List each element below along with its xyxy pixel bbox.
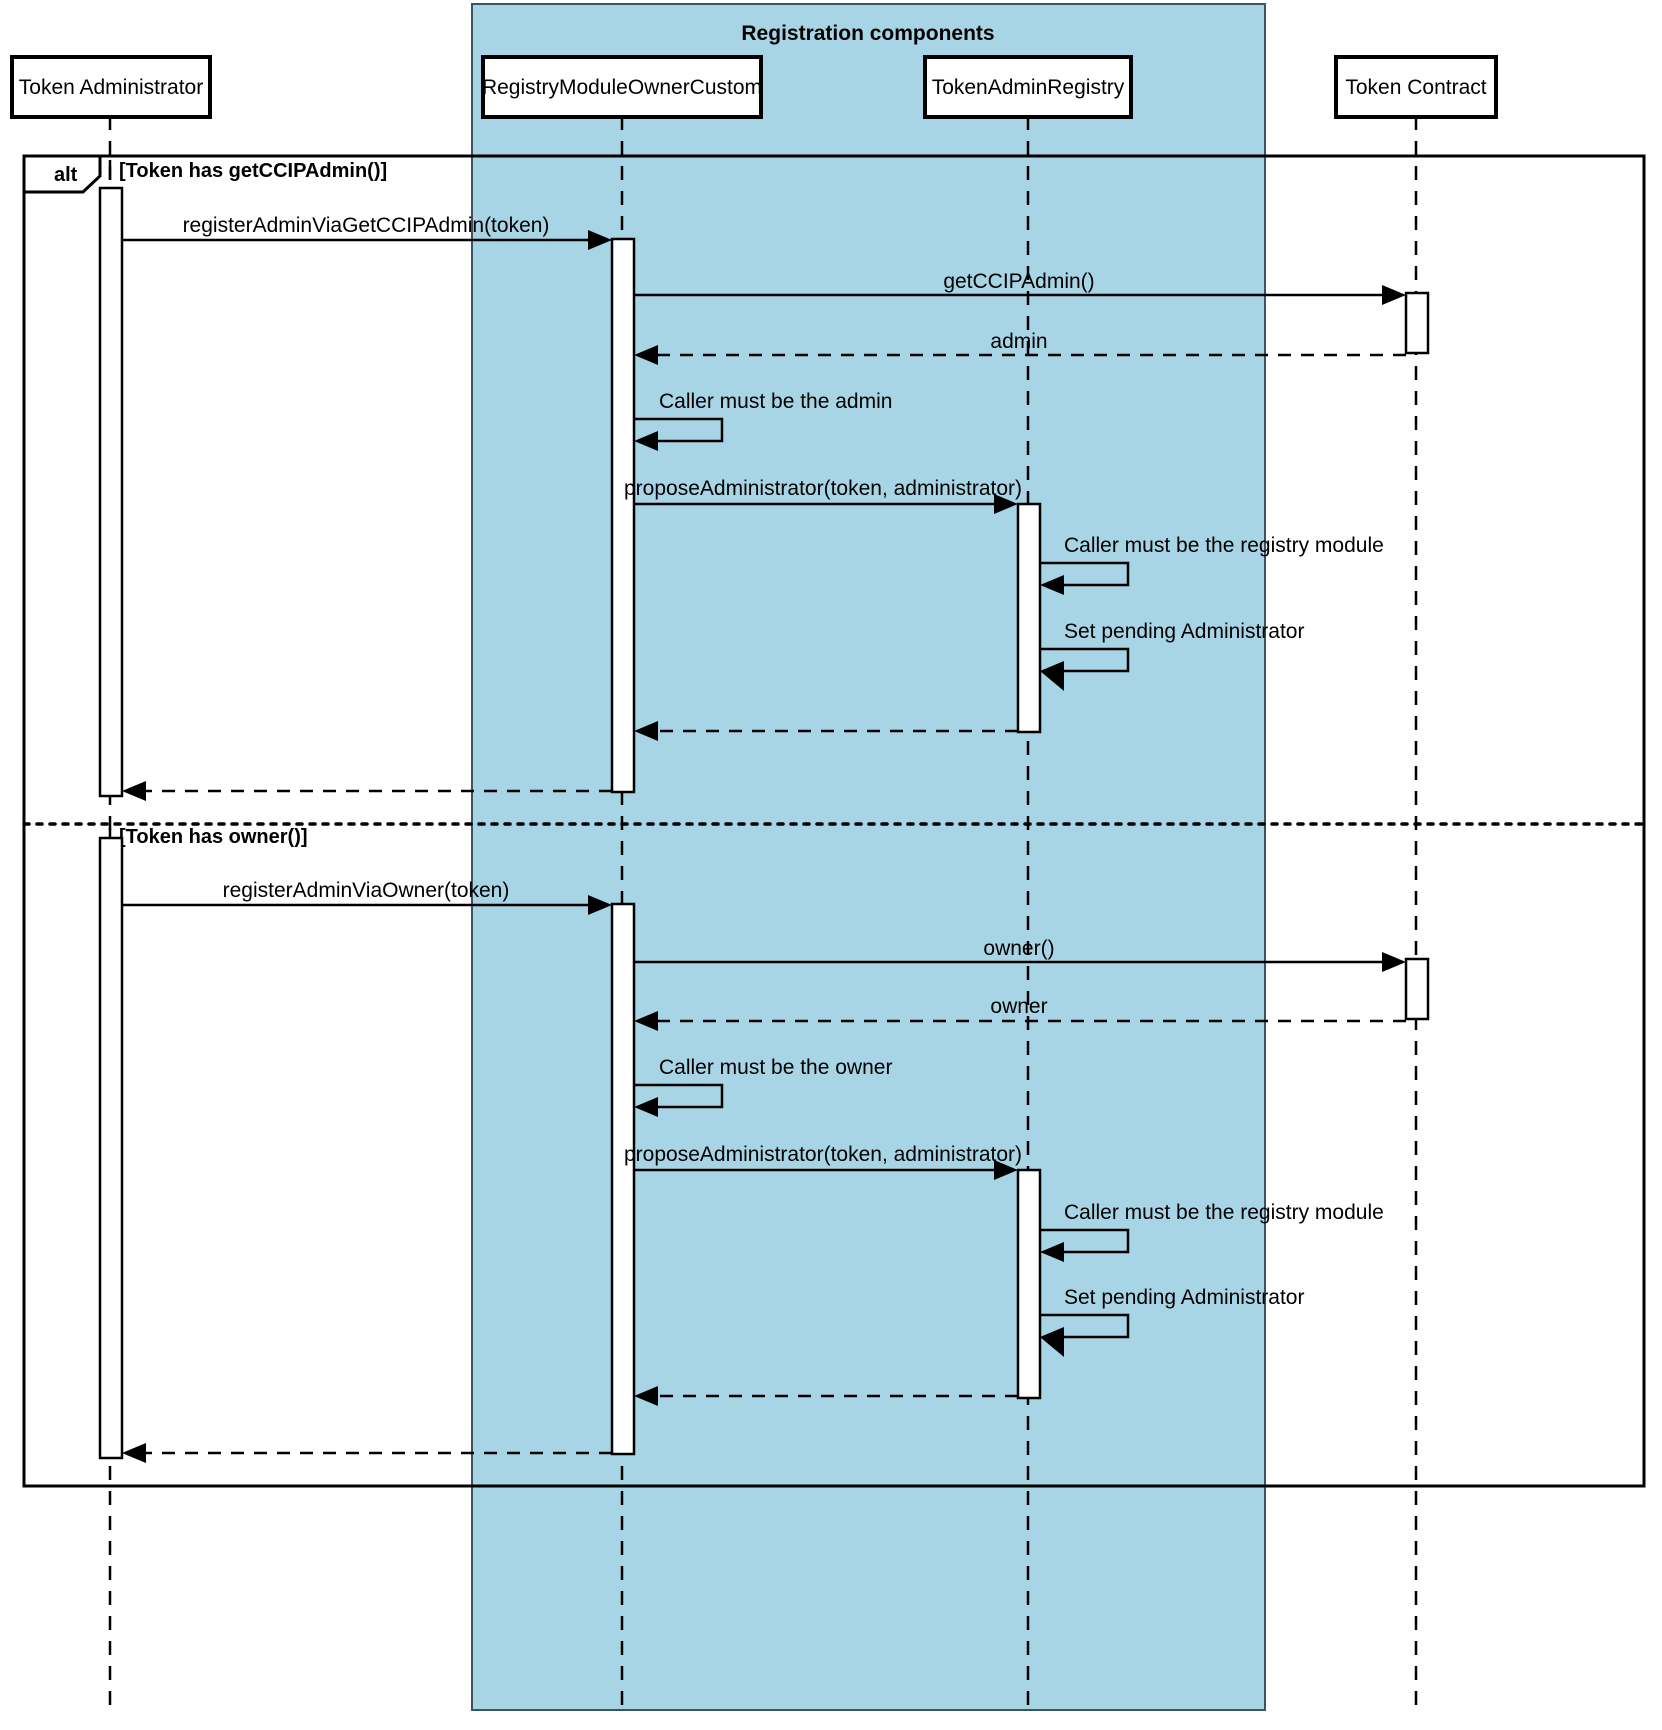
participant-token-administrator[interactable]: Token Administrator <box>10 55 212 119</box>
message-m13: Caller must be the owner <box>634 1056 892 1117</box>
message-m10: registerAdminViaOwner(token) <box>122 879 612 915</box>
activation-registry-module-2 <box>610 902 636 1456</box>
message-label: registerAdminViaGetCCIPAdmin(token) <box>183 214 550 237</box>
message-label: proposeAdministrator(token, administrato… <box>624 1143 1022 1166</box>
participant-label: TokenAdminRegistry <box>932 76 1125 99</box>
alt-operator-label: alt <box>54 164 78 186</box>
alt-fragment-frame <box>22 154 1646 1488</box>
message-m1: registerAdminViaGetCCIPAdmin(token) <box>122 214 612 250</box>
message-label: Caller must be the registry module <box>1064 534 1384 557</box>
message-m11: owner() <box>634 937 1406 972</box>
message-label: registerAdminViaOwner(token) <box>223 879 510 902</box>
message-label: Caller must be the owner <box>659 1056 892 1079</box>
activation-token-contract-2 <box>1404 957 1430 1021</box>
message-label: Set pending Administrator <box>1064 1286 1304 1309</box>
message-label: admin <box>990 330 1047 353</box>
message-m16: Set pending Administrator <box>1040 1286 1304 1357</box>
activation-token-contract-1 <box>1404 291 1430 355</box>
activation-token-admin-registry-2 <box>1016 1168 1042 1400</box>
participant-label: Token Contract <box>1345 76 1486 99</box>
message-label: proposeAdministrator(token, administrato… <box>624 477 1022 500</box>
participant-label: RegistryModuleOwnerCustom <box>482 76 762 99</box>
message-m3: admin <box>634 330 1406 365</box>
participant-registry-module-owner-custom[interactable]: RegistryModuleOwnerCustom <box>481 55 763 119</box>
alt-branch-1-guard: [Token has getCCIPAdmin()] <box>119 160 387 182</box>
participant-label: Token Administrator <box>19 76 203 99</box>
alt-branch-2-guard: [Token has owner()] <box>119 826 308 848</box>
message-m5: proposeAdministrator(token, administrato… <box>624 477 1022 514</box>
activation-token-administrator-1 <box>98 186 124 798</box>
participant-token-contract[interactable]: Token Contract <box>1334 55 1498 119</box>
activation-registry-module-1 <box>610 237 636 794</box>
message-m18 <box>122 1443 612 1463</box>
message-m4: Caller must be the admin <box>634 390 892 451</box>
message-label: Set pending Administrator <box>1064 620 1304 643</box>
activation-token-admin-registry-1 <box>1016 502 1042 734</box>
message-m9 <box>122 781 612 801</box>
group-label: Registration components <box>741 22 994 45</box>
message-m14: proposeAdministrator(token, administrato… <box>624 1143 1022 1180</box>
message-label: owner <box>990 995 1047 1018</box>
message-m17 <box>634 1386 1018 1406</box>
message-m7: Set pending Administrator <box>1040 620 1304 691</box>
group-registration-components <box>471 3 1266 1711</box>
message-m8 <box>634 721 1018 741</box>
message-m2: getCCIPAdmin() <box>634 270 1406 305</box>
participant-token-admin-registry[interactable]: TokenAdminRegistry <box>923 55 1133 119</box>
message-m12: owner <box>634 995 1406 1031</box>
message-label: getCCIPAdmin() <box>943 270 1094 293</box>
message-m6: Caller must be the registry module <box>1040 534 1384 595</box>
message-label: Caller must be the admin <box>659 390 892 413</box>
alt-operator-tab <box>22 154 102 194</box>
message-label: Caller must be the registry module <box>1064 1201 1384 1224</box>
activation-token-administrator-2 <box>98 836 124 1460</box>
message-label: owner() <box>983 937 1054 960</box>
message-m15: Caller must be the registry module <box>1040 1201 1384 1262</box>
